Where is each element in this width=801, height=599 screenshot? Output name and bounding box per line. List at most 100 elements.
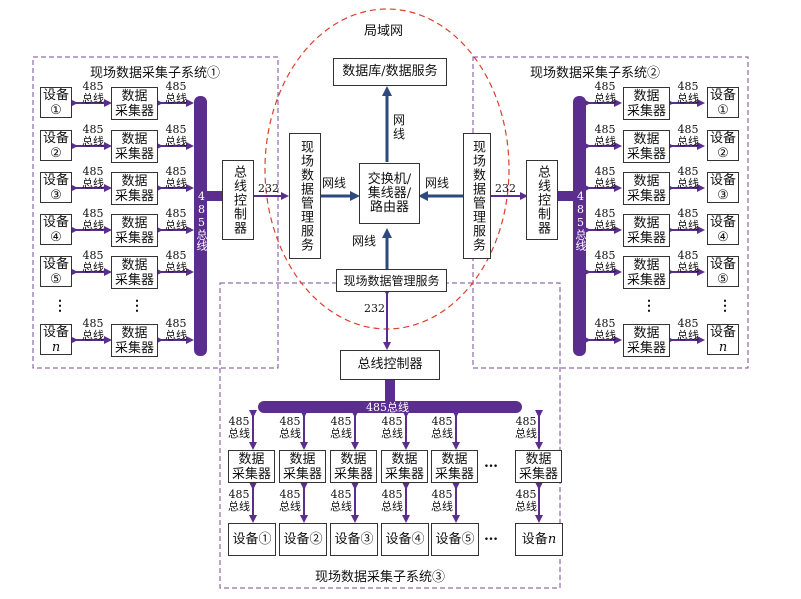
bus-485-label: 总线 [381, 500, 403, 513]
device-box: 设备⑤ [431, 523, 479, 556]
bus-485-label: 485 [165, 317, 187, 330]
bus-485-label: 总线 [515, 427, 537, 440]
bus-bar-2 [573, 96, 586, 356]
bus-label-1: 485总线 [195, 190, 208, 251]
bus-485-label: 总线 [279, 500, 301, 513]
bus-485-label: 总线 [228, 427, 250, 440]
data-collector-box: 数据采集器 [515, 450, 562, 483]
bus-485-label: 总线 [165, 92, 187, 105]
bus-485-label: 485 [677, 207, 699, 220]
bus-485-label: 总线 [594, 219, 616, 232]
bus-controller-2: 总线控制器 [526, 160, 558, 240]
bus-485-label: 485 [431, 488, 453, 501]
bus-485-label: 总线 [82, 135, 104, 148]
device-box: 设备④ [381, 523, 429, 556]
data-collector-box: 数据采集器 [111, 130, 158, 163]
bus-485-label: 总线 [165, 219, 187, 232]
bus-485-label: 总线 [82, 92, 104, 105]
bus-485-label: 485 [594, 80, 616, 93]
bus-485-label: 总线 [82, 261, 104, 274]
net-label-bottom: 网线 [352, 234, 377, 248]
device-box: 设备③ [330, 523, 378, 556]
data-collector-box: 数据采集器 [228, 450, 275, 483]
bus-485-label: 485 [515, 415, 537, 428]
bus-485-label: 485 [594, 165, 616, 178]
bus-485-label: 485 [594, 249, 616, 262]
switch-router-box: 交换机/集线器/路由器 [359, 163, 420, 224]
bus-485-label: 485 [677, 317, 699, 330]
data-collector-box: 数据采集器 [279, 450, 326, 483]
bus-485-label: 总线 [515, 500, 537, 513]
data-collector-box: 数据采集器 [111, 172, 158, 205]
ellipsis-vertical: ⋮ [130, 298, 144, 314]
bus-485-label: 485 [165, 123, 187, 136]
bus-485-label: 总线 [82, 177, 104, 190]
subsystem3-title: 现场数据采集子系统③ [315, 570, 446, 585]
bus-485-label: 485 [677, 165, 699, 178]
bus-485-label: 总线 [165, 261, 187, 274]
bus-label-2: 485总线 [574, 190, 587, 251]
field-data-management-service-right: 现场数据管理服务 [463, 133, 491, 259]
bus-485-label: 总线 [165, 329, 187, 342]
bus-485-label: 485 [228, 488, 250, 501]
bus-485-label: 485 [515, 488, 537, 501]
data-collector-box: 数据采集器 [623, 172, 670, 205]
bus-485-label: 485 [381, 488, 403, 501]
subsystem2-title: 现场数据采集子系统② [530, 66, 661, 81]
bus-485-label: 485 [677, 249, 699, 262]
bus-bar-1 [194, 96, 207, 356]
bus-485-label: 总线 [431, 500, 453, 513]
ellipsis-vertical: ⋮ [642, 298, 656, 314]
bus-485-label: 总线 [165, 135, 187, 148]
bus-485-label: 485 [279, 415, 301, 428]
bus-485-label: 总线 [677, 135, 699, 148]
bus-485-label: 总线 [82, 329, 104, 342]
lan-title: 局域网 [364, 24, 404, 39]
rs232-label-bottom: 232 [364, 302, 385, 315]
net-label-right: 网线 [425, 176, 450, 190]
bus-485-label: 总线 [677, 219, 699, 232]
data-collector-box: 数据采集器 [111, 87, 158, 120]
data-collector-box: 数据采集器 [623, 130, 670, 163]
rs232-label-left: 232 [258, 182, 279, 195]
subsystem1-title: 现场数据采集子系统① [90, 66, 221, 81]
bus-485-label: 485 [82, 165, 104, 178]
data-collector-box: 数据采集器 [330, 450, 377, 483]
bus-label-3: 485总线 [366, 401, 409, 414]
bus-485-label: 总线 [330, 427, 352, 440]
net-label-left: 网线 [322, 176, 347, 190]
bus-485-label: 485 [594, 317, 616, 330]
rs232-label-right: 232 [495, 182, 516, 195]
data-collector-box: 数据采集器 [111, 214, 158, 247]
bus-485-label: 总线 [431, 427, 453, 440]
bus-485-label: 485 [165, 165, 187, 178]
bus-485-label: 总线 [594, 329, 616, 342]
bus-485-label: 485 [330, 488, 352, 501]
device-box: 设备② [279, 523, 327, 556]
data-collector-box: 数据采集器 [623, 324, 670, 357]
bus-485-label: 485 [82, 249, 104, 262]
bus-485-label: 485 [82, 123, 104, 136]
data-collector-box: 数据采集器 [623, 87, 670, 120]
bus-485-label: 485 [82, 80, 104, 93]
data-collector-box: 数据采集器 [623, 256, 670, 289]
ellipsis-vertical: ⋮ [718, 298, 732, 314]
bus-485-label: 总线 [594, 92, 616, 105]
bus-485-label: 总线 [381, 427, 403, 440]
bus-485-label: 总线 [165, 177, 187, 190]
data-collector-box: 数据采集器 [111, 324, 158, 357]
bus-485-label: 485 [677, 80, 699, 93]
bus-485-label: 485 [228, 415, 250, 428]
bus-485-label: 485 [165, 80, 187, 93]
